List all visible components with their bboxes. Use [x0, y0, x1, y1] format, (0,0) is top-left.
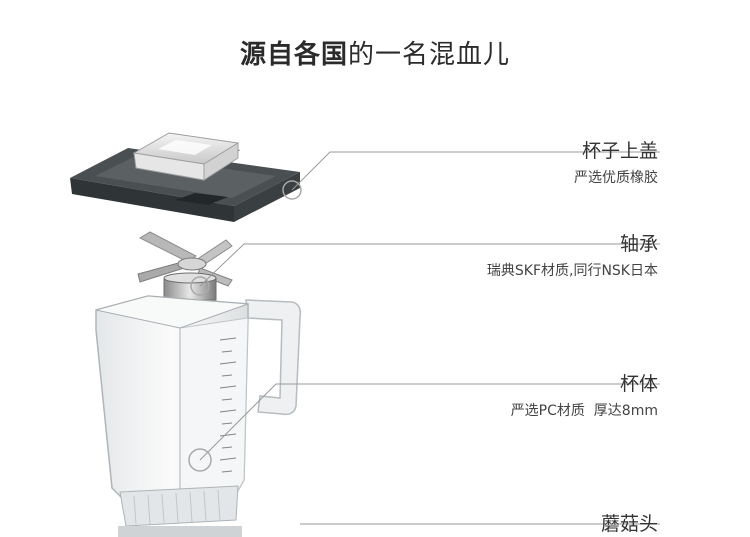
jar-body: [95, 295, 302, 537]
callout-body-desc: 严选PC材质 厚达8mm: [510, 403, 658, 419]
page-title-bold: 源自各国: [239, 40, 348, 70]
lid-front-side: [70, 178, 234, 222]
jar-front-face: [179, 317, 249, 501]
callout-dot-bearing: [190, 276, 210, 296]
jar-scale-marks: [219, 337, 237, 473]
callout-lid-title: 杯子上盖: [581, 140, 658, 162]
callout-body: 杯体 严选PC材质 厚达8mm: [511, 373, 658, 421]
callout-foot: 蘑菇头: [601, 513, 658, 535]
callout-lid: 杯子上盖 严选优质橡胶: [574, 140, 658, 188]
lid-part: [70, 132, 300, 222]
lid-cap-highlight: [158, 140, 212, 155]
bearing-top: [163, 272, 217, 284]
callout-lid-desc: 严选优质橡胶: [574, 170, 658, 186]
jar-base: [118, 485, 242, 537]
blade-1: [138, 231, 197, 263]
jar-handle: [245, 299, 302, 416]
callout-bearing-desc: 瑞典SKF材质,同行NSK日本: [486, 263, 658, 279]
page-title-rest: 的一名混血儿: [348, 40, 511, 70]
callout-dot-body: [188, 448, 212, 472]
jar-rim: [95, 295, 249, 329]
lid-recess: [175, 193, 228, 205]
callout-dot-lid: [282, 180, 302, 200]
callout-line-body: [199, 383, 660, 461]
callout-bearing: 轴承 瑞典SKF材质,同行NSK日本: [487, 233, 658, 281]
callout-lines: [188, 151, 660, 525]
callout-line-lid: [291, 151, 660, 191]
page-title: 源自各国的一名混血儿: [0, 34, 750, 71]
blade-hub: [177, 257, 207, 271]
callout-bearing-title: 轴承: [619, 233, 658, 255]
lid-right-side: [234, 172, 300, 222]
callout-line-bearing: [199, 243, 660, 287]
callout-foot-title: 蘑菇头: [600, 513, 658, 535]
callout-body-title: 杯体: [619, 373, 658, 395]
lid-cap-side-right: [203, 142, 239, 181]
